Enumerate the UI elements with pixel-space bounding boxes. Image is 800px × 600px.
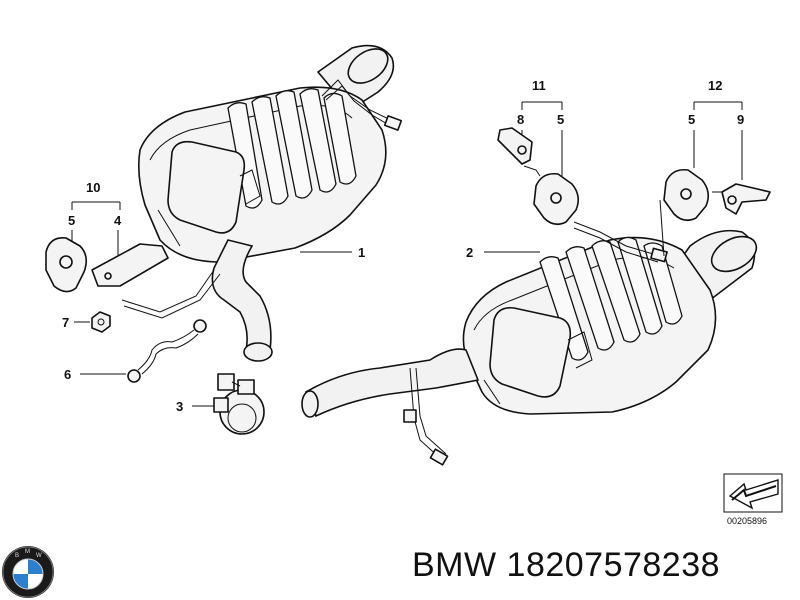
callout-12: 12: [708, 78, 722, 93]
callout-6: 6: [64, 367, 71, 382]
callout-8: 8: [517, 112, 524, 127]
svg-text:B: B: [15, 553, 19, 559]
clamp-3: [213, 373, 265, 435]
bracket-8: [497, 127, 533, 165]
callout-9: 9: [737, 112, 744, 127]
reference-box: 00205896: [723, 473, 783, 526]
callout-4: 4: [114, 213, 122, 228]
callout-3: 3: [176, 399, 183, 414]
bracket-9: [721, 183, 771, 215]
part-number-caption: BMW 18207578238: [412, 546, 721, 584]
right-rear-muffler: [301, 221, 758, 466]
svg-text:M: M: [25, 549, 30, 555]
callout-11: 11: [532, 78, 546, 93]
callout-5-right: 5: [688, 112, 695, 127]
callout-5-mid: 5: [557, 112, 564, 127]
callout-2: 2: [466, 245, 473, 260]
bracket-group-12: 12 5 9: [659, 78, 771, 257]
left-rear-muffler: [121, 44, 403, 362]
callout-7: 7: [62, 315, 69, 330]
bracket-group-10: 10 5 4: [45, 180, 169, 293]
callout-1: 1: [358, 245, 365, 260]
bracket-4: [91, 243, 169, 287]
nut-7: [91, 311, 111, 333]
callout-10: 10: [86, 180, 100, 195]
bracket-group-11: 11 8 5: [497, 78, 580, 226]
ground-strap-6: [127, 319, 207, 383]
bmw-roundel-icon: B M W: [2, 546, 54, 598]
callout-5-left: 5: [68, 213, 75, 228]
reference-code: 00205896: [727, 516, 767, 526]
svg-text:W: W: [36, 553, 42, 559]
